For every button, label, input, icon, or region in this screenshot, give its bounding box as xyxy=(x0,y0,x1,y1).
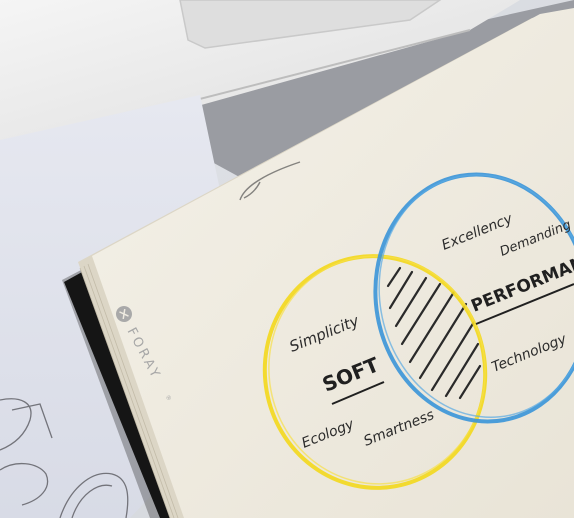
venn-left-circle-texture xyxy=(268,255,486,485)
page-pencil-mark xyxy=(239,161,301,201)
venn-left-title-underline xyxy=(331,381,385,405)
pencil-sketch xyxy=(0,398,129,518)
venn-overlap-hatch-lines xyxy=(386,266,482,400)
venn-right-title-underline xyxy=(475,283,574,325)
laptop-trackpad xyxy=(179,0,442,49)
venn-right-circle-texture xyxy=(378,173,574,419)
brand-registered-mark: ® xyxy=(164,394,174,405)
page-edge-lines xyxy=(79,263,179,518)
